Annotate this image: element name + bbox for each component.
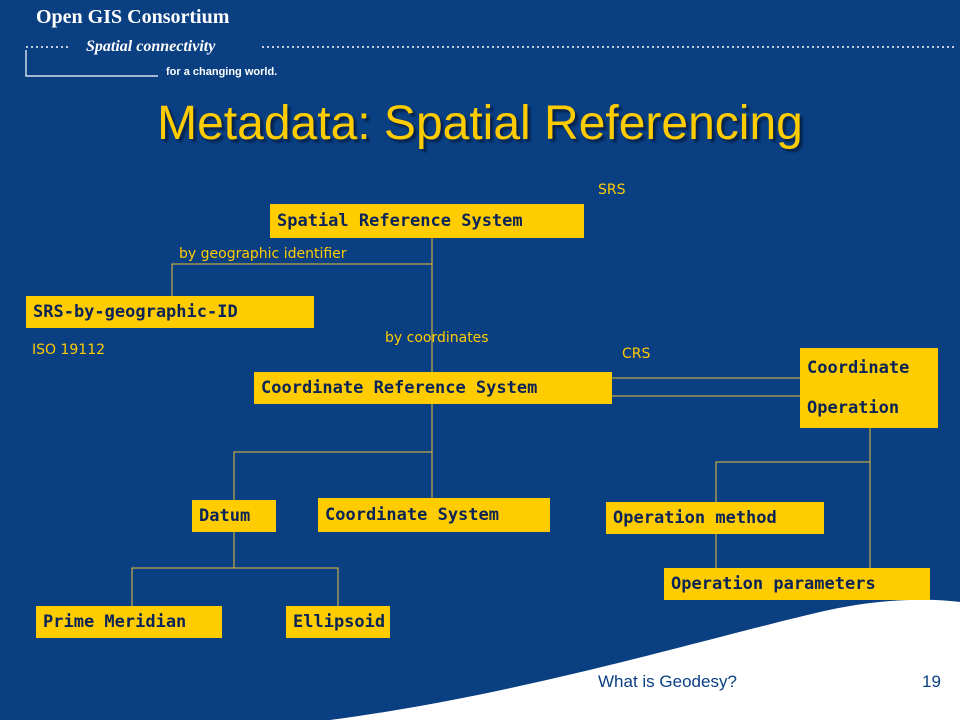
label-by-geographic-identifier: by geographic identifier xyxy=(179,246,347,262)
connector-lines xyxy=(131,238,871,606)
node-srs-by-geographic-id: SRS-by-geographic-ID xyxy=(26,296,314,328)
label-crs: CRS xyxy=(622,346,651,362)
node-operation-parameters: Operation parameters xyxy=(664,568,930,600)
header-bracket xyxy=(25,50,158,77)
node-prime-meridian: Prime Meridian xyxy=(36,606,222,638)
node-datum: Datum xyxy=(192,500,276,532)
node-coordinate-reference-system: Coordinate Reference System xyxy=(254,372,612,404)
slide-title: Metadata: Spatial Referencing xyxy=(157,97,803,150)
label-by-coordinates: by coordinates xyxy=(385,330,489,346)
footer-title: What is Geodesy? xyxy=(598,672,737,691)
node-coordinate-system: Coordinate System xyxy=(318,498,550,532)
page-number: 19 xyxy=(922,672,941,691)
node-spatial-reference-system: Spatial Reference System xyxy=(270,204,584,238)
label-iso-19112: ISO 19112 xyxy=(32,342,106,358)
node-coordinate-operation: Coordinate Operation xyxy=(800,348,938,428)
node-coordinate-operation-line1: Coordinate xyxy=(807,358,910,378)
node-ellipsoid: Ellipsoid xyxy=(286,606,390,638)
label-srs: SRS xyxy=(598,182,626,198)
org-name: Open GIS Consortium xyxy=(36,6,230,28)
node-operation-method: Operation method xyxy=(606,502,824,534)
node-coordinate-operation-line2: Operation xyxy=(807,398,900,418)
subtagline: for a changing world. xyxy=(166,66,278,78)
footer-wave xyxy=(330,599,960,720)
tagline: Spatial connectivity xyxy=(86,38,216,55)
